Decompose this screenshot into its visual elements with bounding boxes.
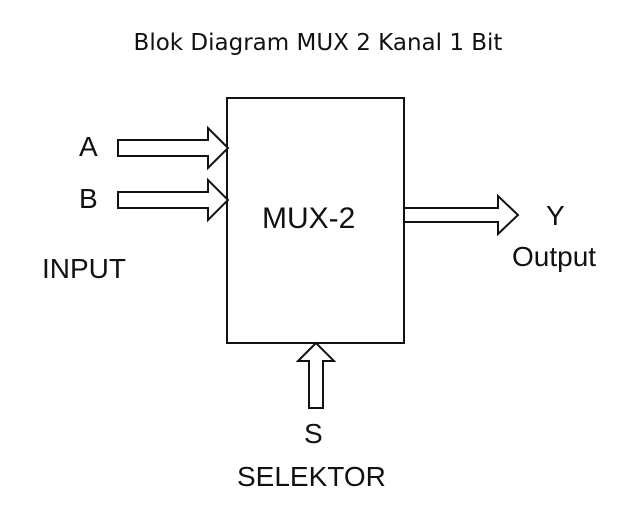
selector-caption: SELEKTOR <box>237 461 386 492</box>
mux-block <box>226 97 405 344</box>
output-caption: Output <box>512 241 597 272</box>
diagram-title: Blok Diagram MUX 2 Kanal 1 Bit <box>133 30 503 56</box>
mux-block-label: MUX-2 <box>262 202 356 235</box>
output-arrow <box>403 193 520 237</box>
input-a-label: A <box>79 131 98 162</box>
output-y-label: Y <box>546 200 565 231</box>
input-b-label: B <box>79 183 98 214</box>
input-group-label: INPUT <box>42 253 126 284</box>
input-a-arrow <box>117 125 230 171</box>
selector-s-label: S <box>304 418 323 449</box>
selector-arrow <box>295 341 337 409</box>
input-b-arrow <box>117 177 230 223</box>
